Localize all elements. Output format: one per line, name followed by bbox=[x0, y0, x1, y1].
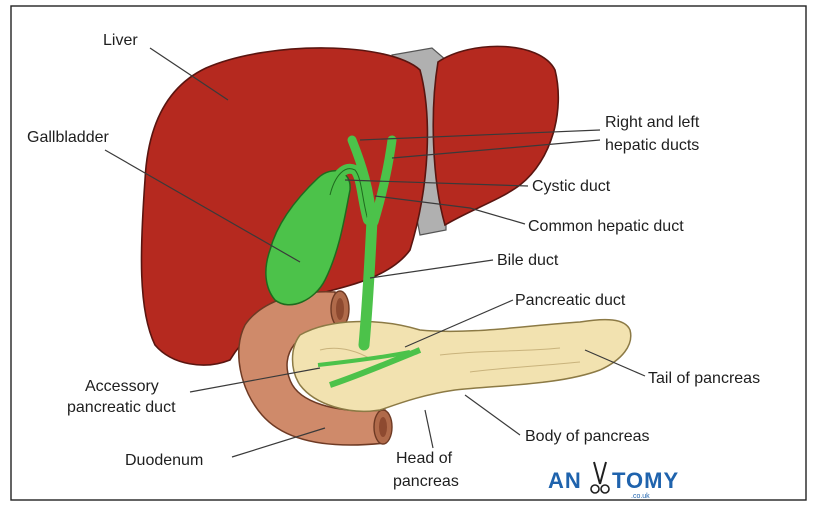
label-gallbladder: Gallbladder bbox=[27, 129, 110, 146]
logo-text-tomy: TOMY bbox=[612, 468, 679, 493]
duodenum-lower-lumen bbox=[379, 417, 387, 437]
label-head-2: pancreas bbox=[393, 473, 459, 490]
label-body-of-pancreas: Body of pancreas bbox=[525, 428, 650, 445]
label-head-1: Head of bbox=[396, 450, 453, 467]
logo-subtext: .co.uk bbox=[631, 493, 650, 500]
label-duodenum: Duodenum bbox=[125, 452, 203, 469]
label-common-hepatic-duct: Common hepatic duct bbox=[528, 218, 684, 235]
label-accessory-1: Accessory bbox=[85, 378, 159, 395]
label-tail-of-pancreas: Tail of pancreas bbox=[648, 370, 760, 387]
label-hepatic-ducts-1: Right and left bbox=[605, 114, 700, 131]
duodenum-upper-lumen bbox=[336, 298, 344, 320]
label-accessory-2: pancreatic duct bbox=[67, 399, 176, 416]
label-bile-duct: Bile duct bbox=[497, 252, 559, 269]
label-cystic-duct: Cystic duct bbox=[532, 178, 611, 195]
label-liver: Liver bbox=[103, 32, 138, 49]
label-pancreatic-duct: Pancreatic duct bbox=[515, 292, 626, 309]
logo-text-an: AN bbox=[548, 468, 582, 493]
label-hepatic-ducts-2: hepatic ducts bbox=[605, 137, 699, 154]
